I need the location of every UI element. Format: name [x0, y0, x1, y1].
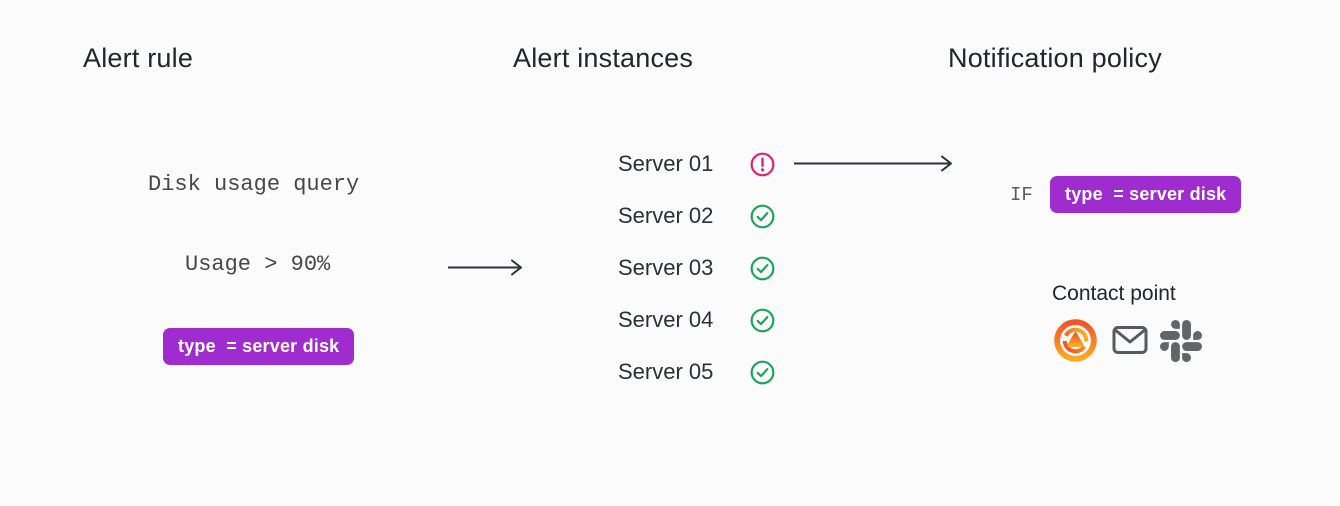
policy-matcher-badge: type = server disk: [1050, 176, 1242, 213]
slack-icon: [1160, 320, 1202, 362]
server-row: Server 04: [618, 304, 775, 336]
email-icon: [1112, 325, 1148, 355]
alert-ok-icon: [750, 360, 775, 385]
server-name: Server 03: [618, 255, 714, 280]
matcher-if-keyword: IF: [1010, 184, 1033, 206]
server-row: Server 01: [618, 148, 775, 180]
server-name: Server 05: [618, 359, 714, 384]
rule-label-badge: type = server disk: [163, 328, 355, 365]
instance-to-policy-arrow: [793, 154, 953, 173]
notification-policy-title: Notification policy: [948, 43, 1162, 73]
server-name: Server 01: [618, 151, 714, 176]
alert-ok-icon: [750, 256, 775, 281]
server-name: Server 04: [618, 307, 714, 332]
alert-ok-icon: [750, 308, 775, 333]
contact-point-label: Contact point: [1052, 282, 1176, 305]
rule-to-instances-arrow: [447, 258, 523, 277]
server-row: Server 02: [618, 200, 775, 232]
alert-rule-title: Alert rule: [83, 43, 194, 73]
server-row: Server 03: [618, 252, 775, 284]
server-row: Server 05: [618, 356, 775, 388]
grafana-alerting-icon: [1054, 319, 1097, 362]
disk-usage-query-text: Disk usage query: [148, 172, 360, 197]
usage-condition-text: Usage > 90%: [185, 252, 331, 277]
alert-firing-icon: [750, 152, 775, 177]
server-name: Server 02: [618, 203, 714, 228]
alert-instances-title: Alert instances: [513, 43, 694, 73]
alert-ok-icon: [750, 204, 775, 229]
